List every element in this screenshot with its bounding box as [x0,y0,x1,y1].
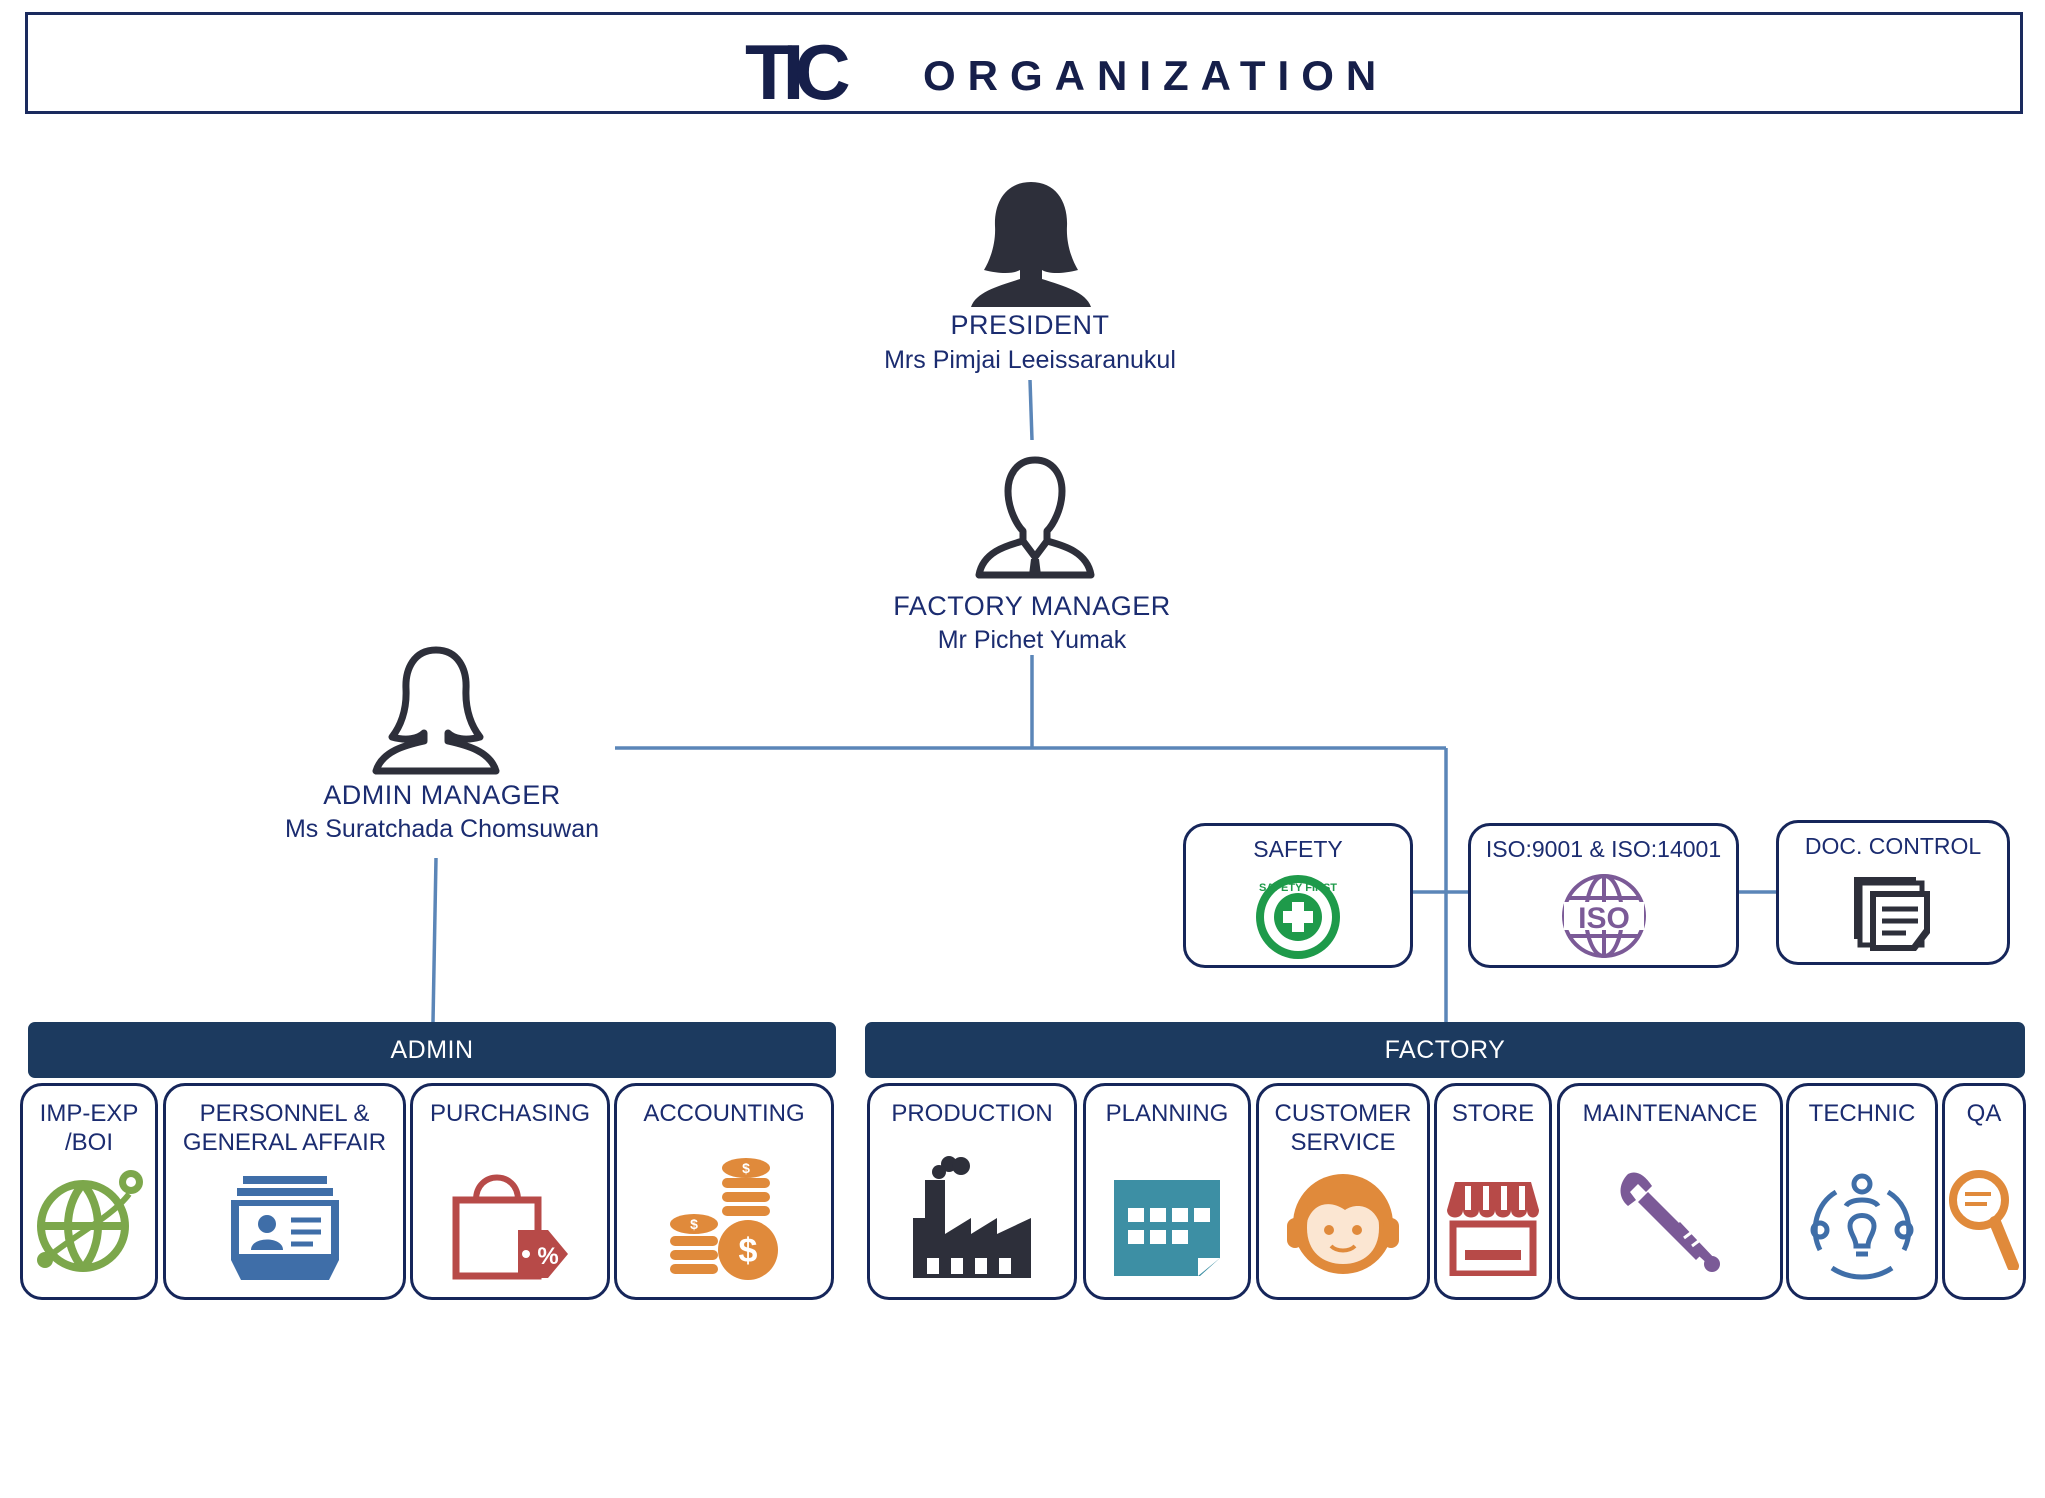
doc-control-label: DOC. CONTROL [1804,833,1982,859]
dept-store[interactable]: STORE [1434,1083,1552,1300]
iso-globe-icon: ISO [1561,874,1646,958]
documents-icon [1854,877,1930,951]
doc-control-box[interactable]: DOC. CONTROL [1776,820,2010,965]
storefront-icon [1447,1182,1539,1276]
svg-text:ISO: ISO [1578,902,1630,935]
shopping-bag-icon: % [452,1174,568,1280]
svg-text:SAFETY FIRST: SAFETY FIRST [1259,882,1337,894]
coins-icon: $ $ $ [670,1158,778,1280]
header-bar: TIC ORGANIZATION [25,12,2023,114]
safety-label: SAFETY [1253,836,1343,862]
factory-manager-avatar [973,455,1097,579]
id-card-icon [230,1176,339,1280]
safety-box[interactable]: SAFETY SAFETY FIRST [1183,823,1413,968]
team-idea-icon [1810,1173,1914,1280]
page-title: ORGANIZATION [923,52,1389,99]
dept-accounting[interactable]: ACCOUNTING $ $ $ [614,1083,834,1300]
factory-manager-name: Mr Pichet Yumak [937,626,1127,654]
wrench-tool-icon [1620,1172,1720,1272]
factory-icon [913,1156,1031,1278]
admin-banner: ADMIN [28,1022,836,1078]
dept-maintenance[interactable]: MAINTENANCE [1557,1083,1783,1300]
dept-label: IMP-EXP /BOI [39,1100,139,1156]
safety-first-icon: SAFETY FIRST [1256,875,1340,959]
tic-logo: TIC [745,37,857,107]
svg-text:TIC: TIC [745,37,849,107]
admin-manager-title: ADMIN MANAGER [323,780,561,810]
svg-text:$: $ [739,1232,758,1270]
president-title: PRESIDENT [950,310,1110,340]
iso-label: ISO:9001 & ISO:14001 [1485,836,1722,862]
factory-manager-title: FACTORY MANAGER [893,591,1171,621]
svg-text:%: % [537,1243,558,1270]
svg-text:$: $ [742,1160,750,1176]
svg-text:$: $ [690,1216,698,1232]
dept-qa[interactable]: QA [1942,1083,2026,1300]
dept-technic[interactable]: TECHNIC [1786,1083,1938,1300]
factory-banner: FACTORY [865,1022,2025,1078]
magnifier-icon [1949,1170,2019,1270]
dept-planning[interactable]: PLANNING [1083,1083,1251,1300]
dept-label: CUSTOMER SERVICE [1274,1100,1412,1156]
dept-label: TECHNIC [1808,1100,1916,1127]
dept-label: PERSONNEL & GENERAL AFFAIR [182,1100,387,1156]
dept-label: MAINTENANCE [1582,1100,1758,1127]
dept-purchasing[interactable]: PURCHASING % [410,1083,610,1300]
admin-manager-avatar [370,645,502,775]
calendar-icon [1114,1180,1220,1276]
dept-label: ACCOUNTING [643,1100,805,1127]
dept-customer-service[interactable]: CUSTOMER SERVICE [1256,1083,1430,1300]
president-name: Mrs Pimjai Leeissaranukul [884,346,1176,374]
iso-box[interactable]: ISO:9001 & ISO:14001 ISO [1468,823,1739,968]
globe-route-icon [37,1170,143,1272]
admin-manager-name: Ms Suratchada Chomsuwan [284,815,600,843]
customer-support-icon [1287,1174,1399,1274]
dept-label: STORE [1451,1100,1535,1127]
dept-imp-exp-boi[interactable]: IMP-EXP /BOI [20,1083,158,1300]
dept-production[interactable]: PRODUCTION [867,1083,1077,1300]
dept-label: PRODUCTION [891,1100,1053,1127]
dept-label: QA [1966,1100,2002,1127]
dept-label: PURCHASING [429,1100,591,1127]
president-avatar [968,180,1094,308]
dept-label: PLANNING [1105,1100,1229,1127]
dept-personnel-general-affair[interactable]: PERSONNEL & GENERAL AFFAIR [163,1083,406,1300]
